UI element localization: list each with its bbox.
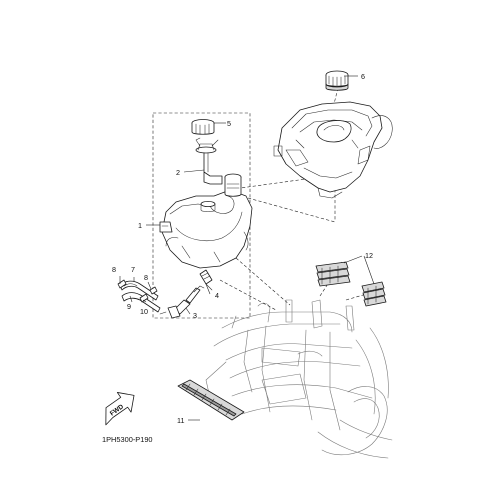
fitting-part-4[interactable] (199, 269, 213, 291)
hose-clamp-part-10[interactable] (139, 293, 149, 303)
callout-7: 7 (131, 265, 135, 274)
fuel-valve-part-3[interactable] (159, 285, 205, 319)
damper-part-12b[interactable] (361, 281, 387, 307)
fuel-sender-part-2[interactable] (195, 137, 223, 185)
frame-background (205, 299, 393, 459)
callout-8-upper: 8 (112, 265, 116, 274)
callout-5: 5 (227, 119, 231, 128)
callout-9: 9 (127, 302, 131, 311)
callout-4: 4 (215, 291, 219, 300)
tank-cover-bracket[interactable] (273, 101, 393, 199)
callout-2: 2 (176, 168, 180, 177)
fuel-cap-part-6[interactable] (325, 70, 349, 91)
callout-11: 11 (177, 416, 184, 425)
protector-pad-part-11[interactable] (177, 379, 245, 421)
callout-3: 3 (193, 311, 197, 320)
leader-lines (119, 75, 375, 421)
fuel-tank-part-1[interactable] (159, 173, 253, 269)
callout-12: 12 (365, 251, 373, 260)
grommet-part-5[interactable] (191, 119, 215, 135)
callout-8-lower: 8 (144, 273, 148, 282)
callout-numbers: 1 2 3 4 5 6 7 8 8 9 10 11 12 (112, 72, 373, 425)
fwd-direction-marker: FWD (105, 392, 135, 426)
fuel-hose-part-7[interactable] (119, 280, 159, 301)
callout-6: 6 (361, 72, 365, 81)
fuel-hose-part-9[interactable] (121, 292, 161, 313)
diagram-code: 1PH5300-P190 (102, 435, 153, 444)
hose-clamp-part-8b[interactable] (149, 286, 158, 295)
callout-10: 10 (140, 307, 148, 316)
hose-clamp-part-8a[interactable] (117, 279, 127, 289)
callout-1: 1 (138, 221, 142, 230)
fuel-tank-assembly-box (152, 112, 251, 319)
damper-part-12a[interactable] (315, 261, 351, 287)
